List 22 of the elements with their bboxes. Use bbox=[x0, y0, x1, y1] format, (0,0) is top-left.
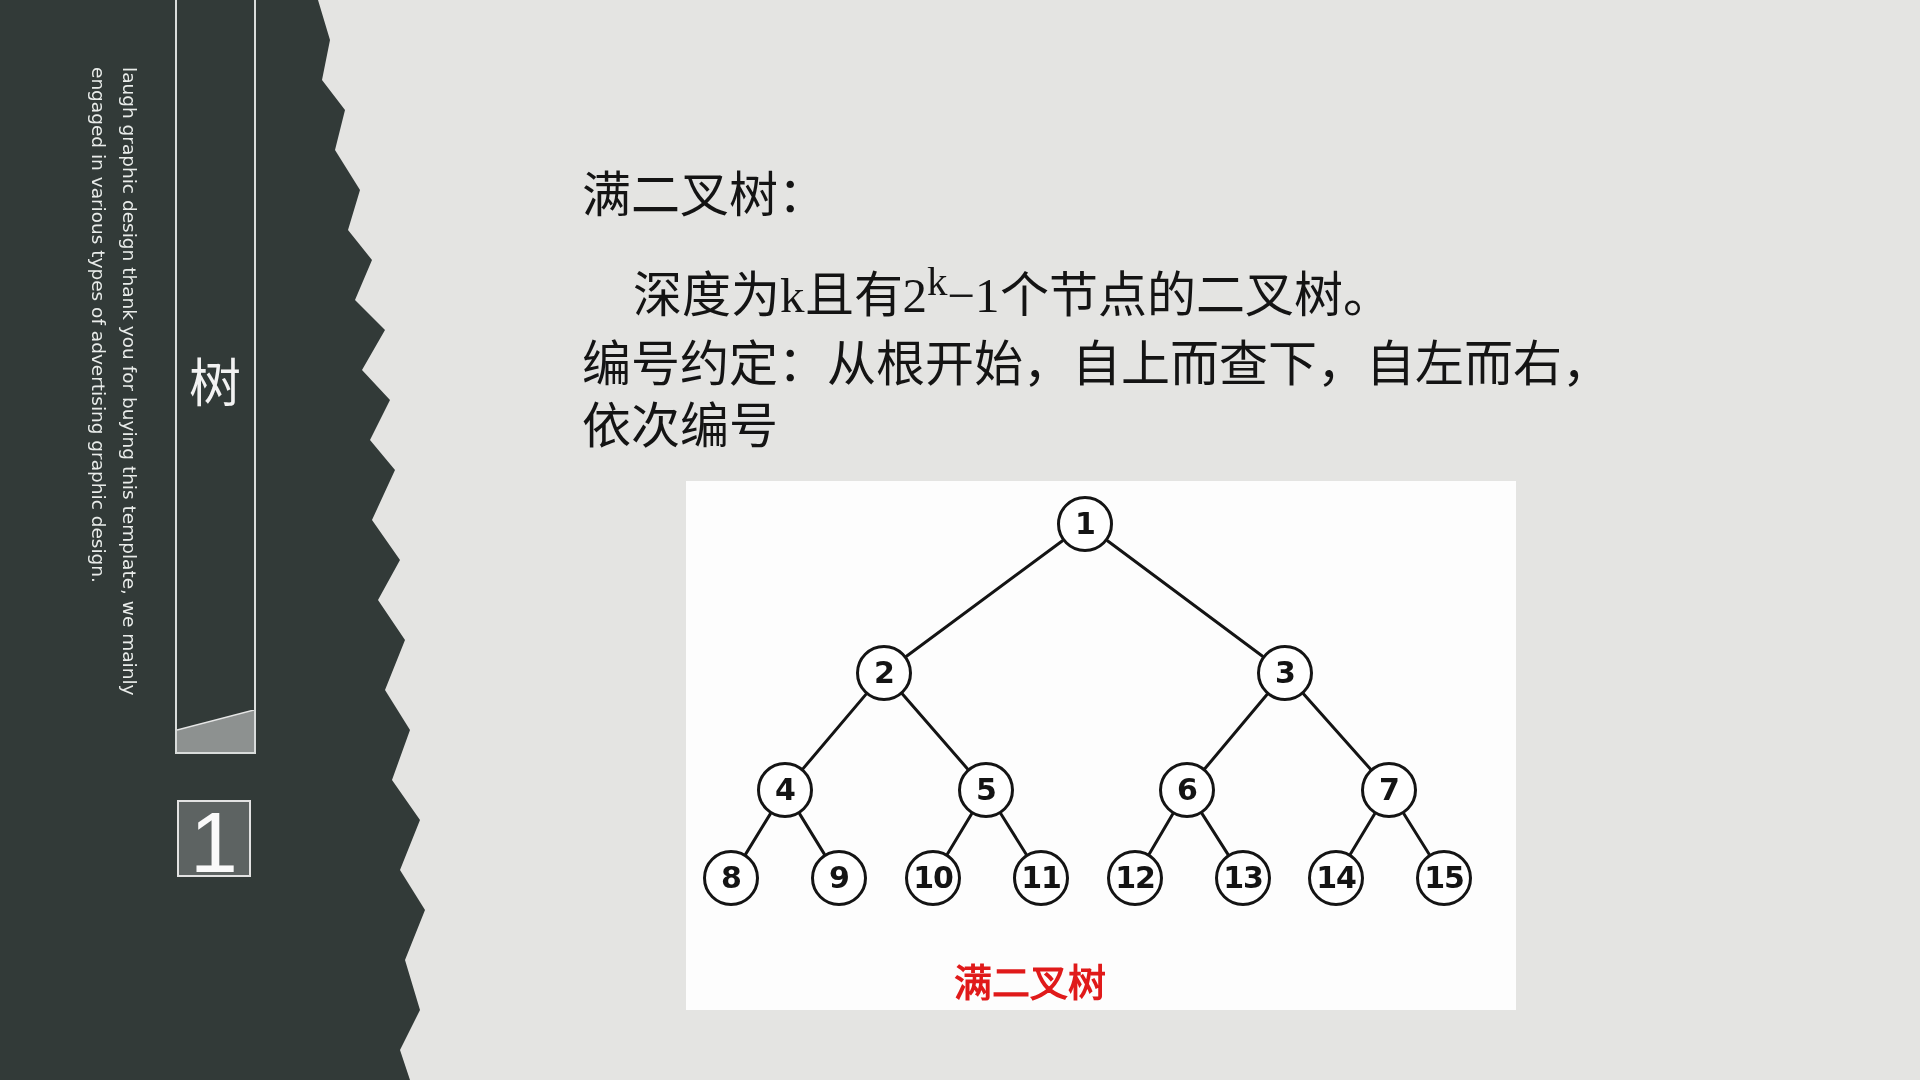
rule-text: 编号约定：从根开始，自上而查下，自左而右，依次编号 bbox=[582, 335, 1612, 457]
figure-caption: 满二叉树 bbox=[954, 961, 1106, 1005]
connector-line bbox=[744, 812, 772, 856]
connector-line bbox=[801, 692, 868, 771]
section-title: 树 bbox=[189, 353, 241, 415]
connector-line bbox=[1105, 539, 1265, 658]
title-frame bbox=[175, 0, 256, 754]
connector-line bbox=[1302, 692, 1372, 771]
connector-line bbox=[999, 812, 1028, 856]
side-text: laugh graphic design thank you for buying this template, we mainly engaged in various types of advertising graphic design. bbox=[87, 67, 141, 698]
heading-text: 满二叉树： bbox=[582, 168, 827, 224]
connector-line bbox=[905, 539, 1064, 658]
connector-line bbox=[1402, 812, 1431, 856]
connector-line bbox=[1147, 812, 1175, 856]
connector-line bbox=[900, 692, 970, 771]
connector-line bbox=[1348, 812, 1377, 856]
definition-text: 深度为k且有2$^{k}$−1个节点的二叉树。 bbox=[633, 258, 1392, 325]
connector-line bbox=[945, 812, 974, 856]
connector-line bbox=[798, 812, 826, 856]
connector-line bbox=[1200, 812, 1230, 856]
connector-line bbox=[1203, 692, 1269, 771]
number-box: 1 bbox=[177, 800, 251, 877]
